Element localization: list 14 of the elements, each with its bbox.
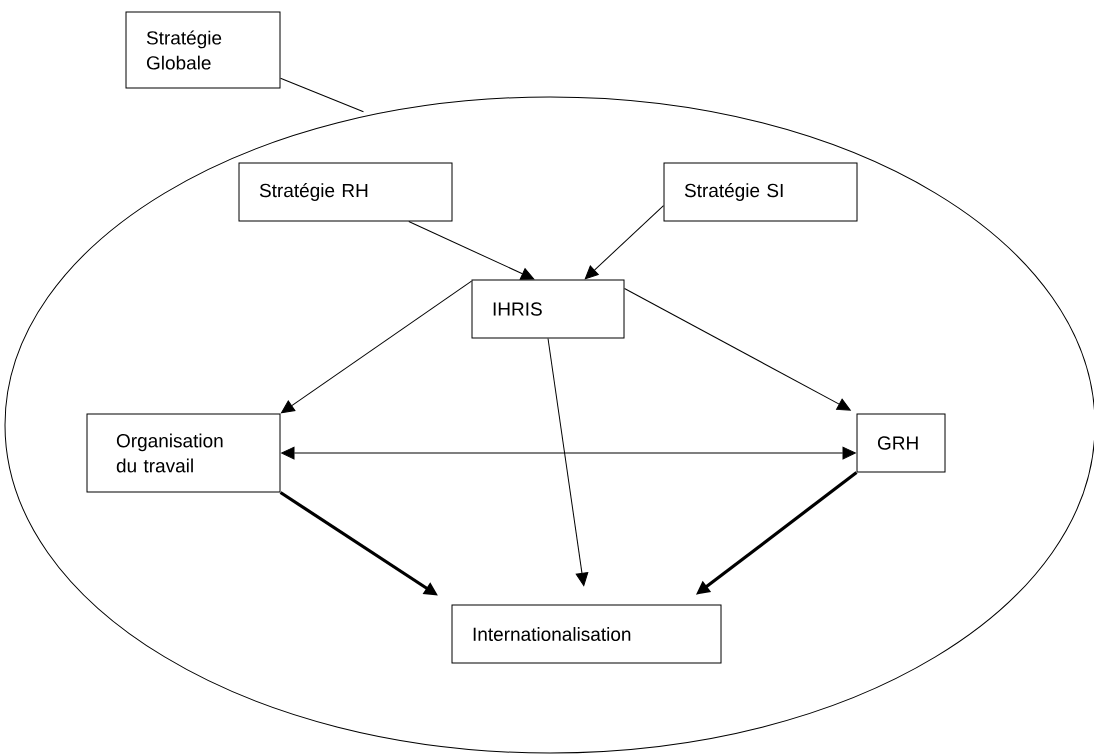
text-box: GRH [856,413,946,473]
text-box: Organisation du travail [86,413,281,493]
text-box: IHRIS [471,279,625,339]
arrow [584,205,664,280]
arrow [281,446,856,460]
arrow [624,288,851,411]
arrow [281,280,472,414]
text-box: Stratégie RH [238,162,453,222]
text-box: Stratégie Globale [125,11,281,89]
arrow [547,338,589,586]
leader-line [280,77,364,113]
arrow [408,221,535,280]
text-box: Internationalisation [451,604,722,664]
text-box: Stratégie SI [663,162,858,222]
